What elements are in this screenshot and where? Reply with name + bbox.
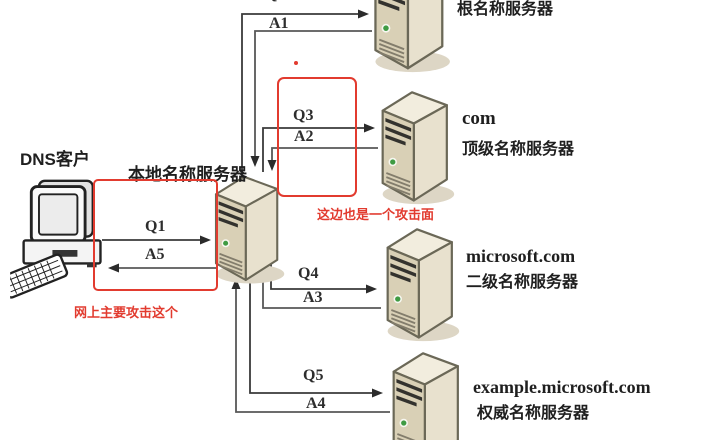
arrow-label-a1: A1 xyxy=(269,15,289,32)
arrow-label-q3: Q3 xyxy=(293,107,314,124)
com-server-name: com xyxy=(462,108,496,129)
annotation-client-attack: 网上主要攻击这个 xyxy=(74,305,179,320)
dns-client-label: DNS客户 xyxy=(20,150,90,169)
microsoft-server-name: microsoft.com xyxy=(466,246,576,266)
arrow-label-a3: A3 xyxy=(303,289,323,306)
example-server-label: 权威名称服务器 xyxy=(477,405,590,422)
microsoft-server-icon xyxy=(373,222,461,343)
annotation-surface-attack: 这边也是一个攻击面 xyxy=(317,207,435,222)
example-server-name: example.microsoft.com xyxy=(473,377,651,397)
com-server-label: 顶级名称服务器 xyxy=(462,141,575,158)
arrow-label-a5: A5 xyxy=(145,246,165,263)
red-dot-mark xyxy=(294,61,298,65)
com-tld-server-icon xyxy=(368,85,456,206)
arrow-label-q4: Q4 xyxy=(298,265,319,282)
example-authoritative-server-icon xyxy=(379,346,467,440)
attack-highlight-box-client-link xyxy=(93,179,218,291)
root-name-server-icon xyxy=(360,0,452,74)
root-server-label: 根名称服务器 xyxy=(457,1,554,18)
arrow-label-q1: Q1 xyxy=(145,218,166,235)
arrow-label-q5: Q5 xyxy=(303,367,324,384)
arrow-label-a4: A4 xyxy=(306,395,326,412)
attack-highlight-box-q3-a2 xyxy=(277,77,357,197)
arrow-label-a2: A2 xyxy=(294,128,314,145)
microsoft-server-label: 二级名称服务器 xyxy=(466,274,579,291)
arrow-label-q2: Q2 xyxy=(265,0,285,4)
